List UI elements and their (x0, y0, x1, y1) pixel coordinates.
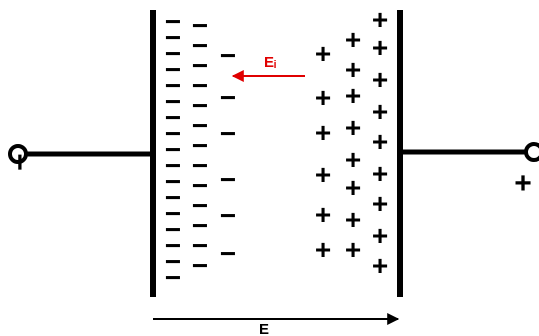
negative-charge: − (220, 238, 236, 269)
positive-charge: + (345, 24, 361, 55)
positive-charge: + (315, 38, 331, 69)
internal-field-label: Eᵢ (264, 54, 276, 71)
positive-charge: + (372, 158, 388, 189)
negative-charge: − (192, 50, 208, 81)
positive-charge: + (372, 250, 388, 281)
positive-charge: + (315, 159, 331, 190)
negative-charge: − (192, 110, 208, 141)
negative-charge: − (192, 210, 208, 241)
negative-charge: − (165, 166, 181, 197)
negative-charge: − (165, 182, 181, 213)
external-field-label: E (259, 321, 269, 336)
negative-charge: − (192, 170, 208, 201)
negative-charge: − (192, 70, 208, 101)
positive-charge: + (345, 112, 361, 143)
negative-charge: − (165, 6, 181, 37)
negative-charge: − (165, 246, 181, 277)
positive-charge: + (315, 234, 331, 265)
negative-charge: − (192, 250, 208, 281)
left-terminal-label: − (3, 153, 36, 171)
positive-charge: + (345, 80, 361, 111)
negative-charge: − (165, 54, 181, 85)
positive-charge: + (345, 204, 361, 235)
negative-charge: − (220, 40, 236, 71)
positive-charge: + (345, 144, 361, 175)
negative-charge: − (165, 38, 181, 69)
positive-charge: + (315, 117, 331, 148)
left-terminal-circle (8, 144, 28, 164)
right-terminal-circle (524, 142, 539, 162)
negative-charge: − (192, 10, 208, 41)
negative-charge: − (192, 30, 208, 61)
positive-charge: + (315, 82, 331, 113)
positive-charge: + (345, 234, 361, 265)
negative-charge: − (165, 134, 181, 165)
negative-charge: − (220, 82, 236, 113)
negative-charge: − (192, 150, 208, 181)
positive-charge: + (372, 96, 388, 127)
negative-charge: − (165, 262, 181, 293)
negative-charge: − (192, 190, 208, 221)
negative-charge: − (192, 130, 208, 161)
negative-charge: − (165, 214, 181, 245)
positive-charge: + (372, 4, 388, 35)
positive-charge: + (345, 54, 361, 85)
negative-charge: − (165, 230, 181, 261)
negative-charge: − (165, 22, 181, 53)
positive-charge: + (372, 64, 388, 95)
negative-charge: − (165, 102, 181, 133)
right-terminal-label: + (514, 167, 532, 200)
negative-charge: − (192, 90, 208, 121)
positive-charge: + (315, 199, 331, 230)
negative-charge: − (220, 200, 236, 231)
positive-charge: + (372, 220, 388, 251)
positive-charge: + (372, 188, 388, 219)
positive-charge: + (372, 32, 388, 63)
negative-charge: − (192, 230, 208, 261)
negative-charge: − (165, 198, 181, 229)
negative-charge: − (220, 164, 236, 195)
positive-charge: + (345, 172, 361, 203)
negative-charge: − (165, 70, 181, 101)
positive-charge: + (372, 126, 388, 157)
negative-charge: − (165, 86, 181, 117)
negative-charge: − (165, 150, 181, 181)
negative-charge: − (165, 118, 181, 149)
negative-charge: − (220, 118, 236, 149)
charges-group: −−−−−−−−−−−−−−−−−−−−−−−−−−−−−−−−−−−−++++… (165, 4, 388, 293)
